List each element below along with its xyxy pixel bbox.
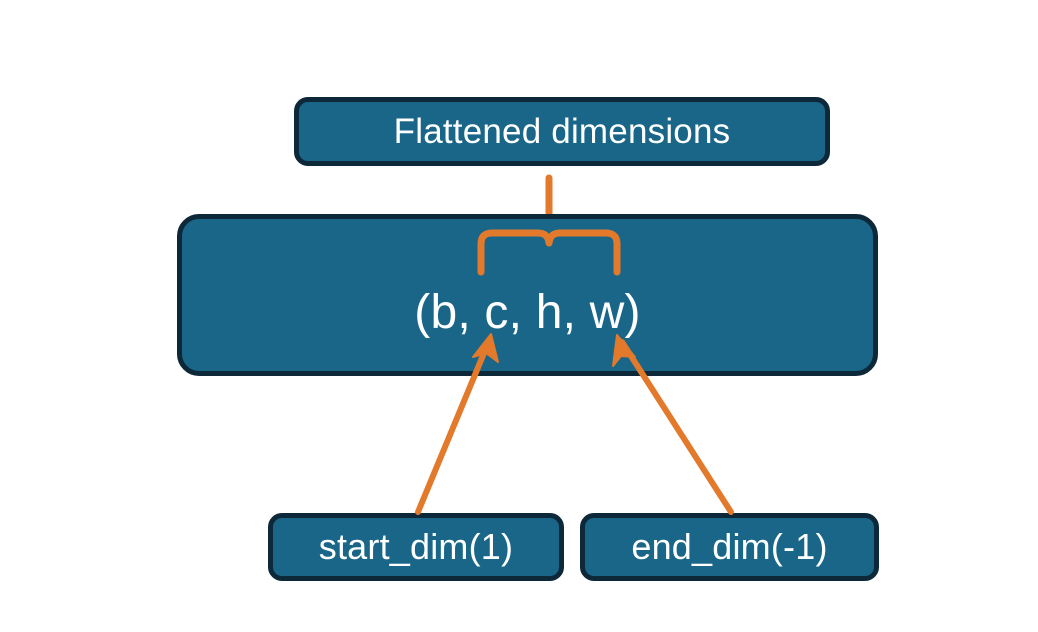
end-dim-label: end_dim(-1)	[631, 526, 828, 567]
shape-tuple-label: (b, c, h, w)	[414, 285, 641, 339]
end-dim-box[interactable]: end_dim(-1)	[580, 513, 879, 581]
flattened-dimensions-box[interactable]: Flattened dimensions	[294, 97, 830, 166]
start-dim-box[interactable]: start_dim(1)	[268, 513, 564, 581]
shape-tuple-box[interactable]: (b, c, h, w)	[177, 214, 878, 376]
start-dim-label: start_dim(1)	[318, 526, 514, 567]
flattened-dimensions-label: Flattened dimensions	[393, 111, 731, 151]
